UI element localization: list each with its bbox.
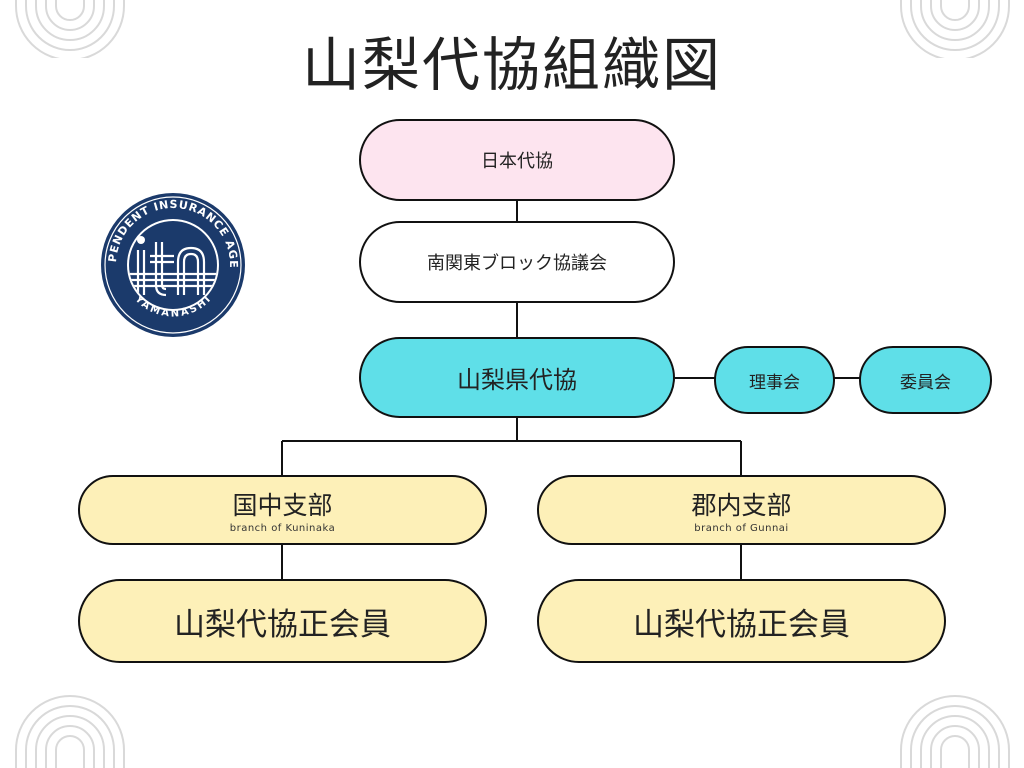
- node-members-gunnai: 山梨代協正会員: [537, 579, 946, 663]
- arch-pattern-top-right-icon: [900, 0, 1010, 58]
- node-branch-kuninaka-label: 国中支部: [232, 491, 333, 520]
- arch-pattern-bottom-left-icon: [15, 695, 125, 768]
- node-branch-kuninaka: 国中支部 branch of Kuninaka: [78, 475, 487, 545]
- arch-pattern-bottom-right-icon: [900, 695, 1010, 768]
- node-board-label: 理事会: [749, 372, 800, 393]
- node-committee: 委員会: [859, 346, 992, 414]
- node-committee-label: 委員会: [900, 372, 951, 393]
- node-prefectural: 山梨県代協: [359, 337, 675, 418]
- node-members-kuninaka-label: 山梨代協正会員: [174, 606, 391, 643]
- node-branch-gunnai-sub: branch of Gunnai: [694, 523, 789, 534]
- node-members-kuninaka: 山梨代協正会員: [78, 579, 487, 663]
- node-national-label: 日本代協: [481, 151, 553, 172]
- node-branch-gunnai: 郡内支部 branch of Gunnai: [537, 475, 946, 545]
- page-title: 山梨代協組織図: [301, 31, 722, 99]
- node-members-gunnai-label: 山梨代協正会員: [633, 606, 850, 643]
- node-national: 日本代協: [359, 119, 675, 201]
- insurance-agents-logo-icon: INDEPENDENT INSURANCE AGENTS YAMANASHI: [98, 190, 245, 337]
- node-prefectural-label: 山梨県代協: [457, 366, 577, 394]
- node-branch-kuninaka-sub: branch of Kuninaka: [229, 523, 336, 534]
- node-regional: 南関東ブロック協議会: [359, 221, 675, 303]
- arch-pattern-top-left-icon: [15, 0, 125, 58]
- node-regional-label: 南関東ブロック協議会: [427, 253, 607, 274]
- node-board: 理事会: [714, 346, 835, 414]
- node-branch-gunnai-label: 郡内支部: [691, 491, 792, 520]
